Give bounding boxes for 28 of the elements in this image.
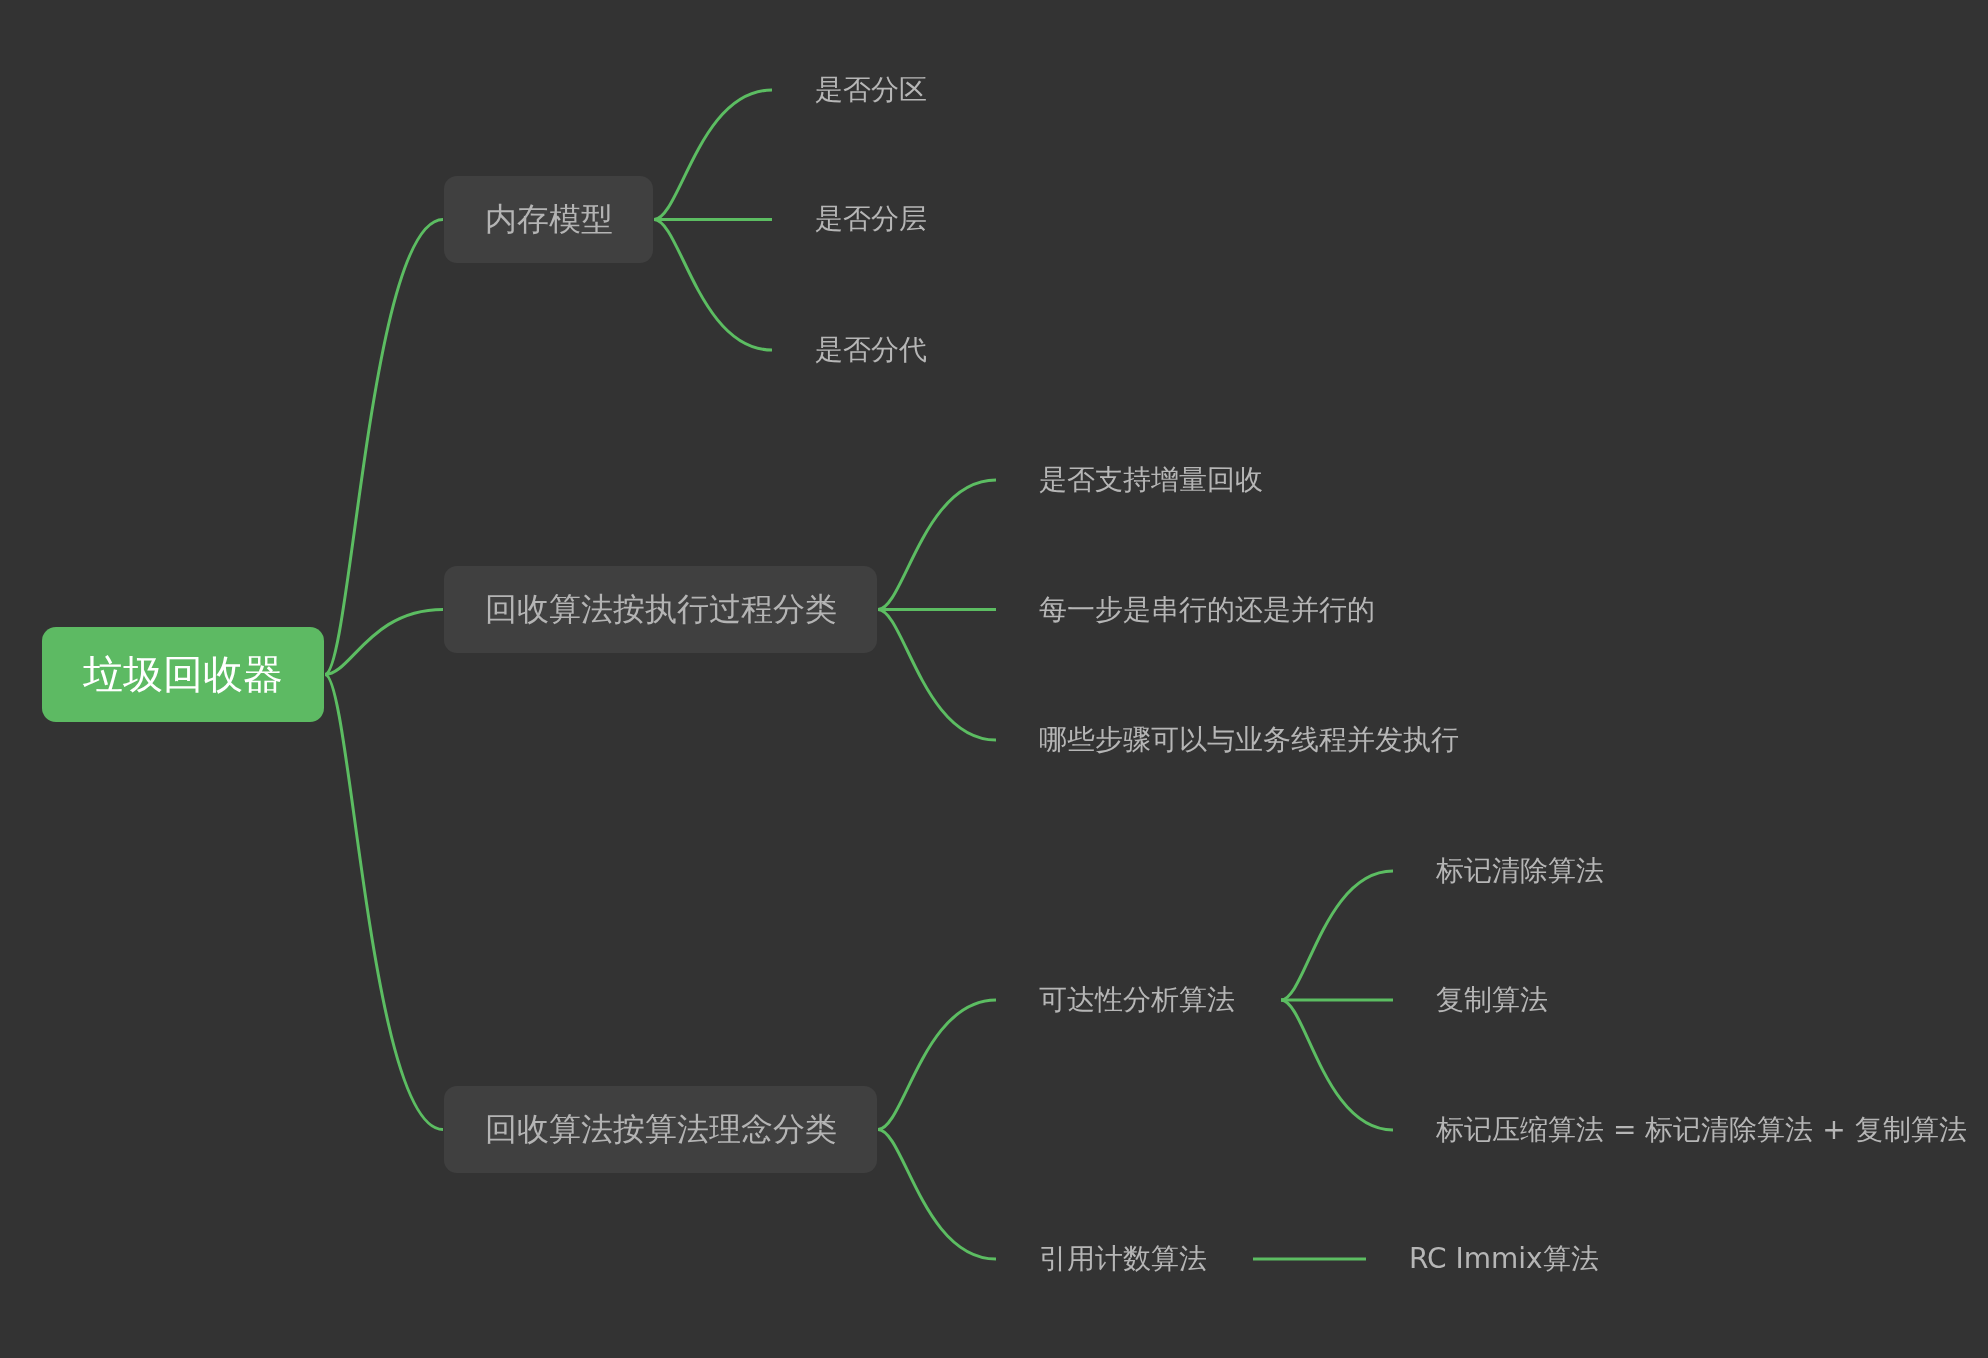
branch-line [877,1128,997,1261]
topic-label: 哪些步骤可以与业务线程并发执行 [1039,723,1459,757]
branch-line [1280,869,1394,1002]
branch-topic: 内存模型 [444,176,653,263]
topic-label: 每一步是串行的还是并行的 [1039,593,1375,627]
topic-label: 标记清除算法 [1436,854,1604,888]
branch-line [877,608,997,742]
branch-line [877,998,997,1131]
branch-line [323,218,444,676]
branch-line [653,88,773,221]
topic-label: 标记压缩算法 = 标记清除算法 + 复制算法 [1436,1113,1967,1147]
branch-line [324,608,444,676]
topic-label: 可达性分析算法 [1039,983,1235,1017]
topic-label: 是否分区 [815,73,927,107]
branch-line [323,673,444,1131]
topic-label: 是否支持增量回收 [1039,463,1263,497]
branch-line [653,218,773,352]
branch-topic: 回收算法按算法理念分类 [444,1086,877,1173]
branch-line [1280,998,1394,1132]
topic-label: 是否分层 [815,202,927,236]
topic-label: 复制算法 [1436,983,1548,1017]
topic-label: 是否分代 [815,333,927,367]
branch-line [1253,1257,1366,1261]
central-topic: 垃圾回收器 [42,627,324,722]
topic-label: 引用计数算法 [1039,1242,1207,1276]
topic-label: RC Immix算法 [1409,1242,1599,1276]
branch-topic: 回收算法按执行过程分类 [444,566,877,653]
branch-line [877,478,997,611]
